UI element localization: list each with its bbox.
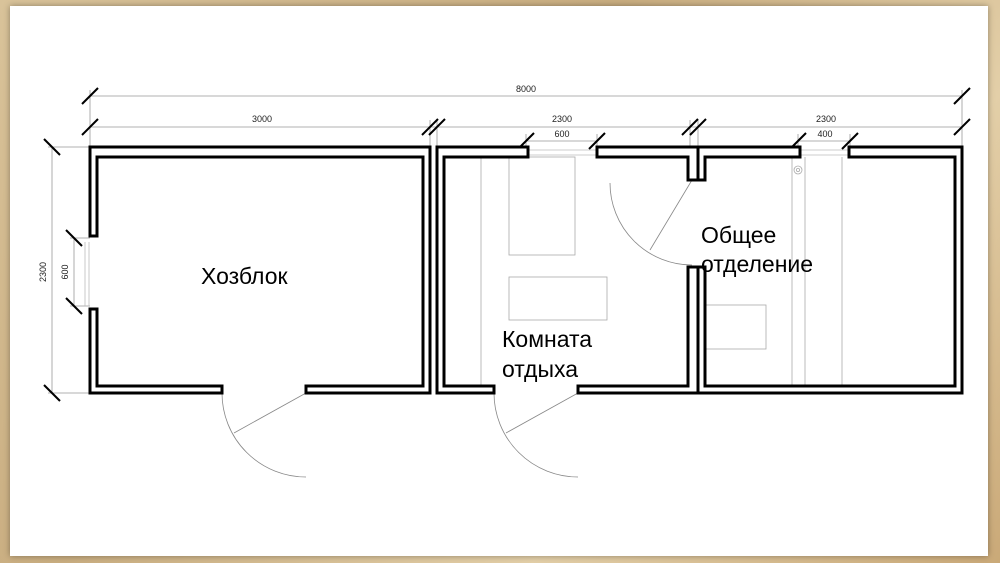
dim-segment-middle: 2300	[552, 114, 572, 124]
dim-window-middle: 600	[554, 129, 569, 139]
door-leaf-interior	[649, 179, 693, 251]
bench	[508, 156, 576, 256]
dim-segment-left: 3000	[252, 114, 272, 124]
interior-fixtures	[480, 156, 843, 387]
room-label-storage: Хозблок	[201, 262, 288, 290]
drawing-sheet	[10, 6, 988, 556]
dimension-lines	[48, 90, 963, 394]
room-name-storage: Хозблок	[201, 263, 288, 289]
wall-storage-bottom	[88, 307, 224, 395]
wall-common	[696, 145, 964, 395]
stove-pipe-icon	[793, 165, 803, 175]
room-name-common-line1: Общее	[701, 222, 777, 248]
dim-overall: 8000	[516, 84, 536, 94]
door-arc-interior	[609, 182, 693, 266]
door-leaf-storage	[233, 392, 307, 434]
door-leaf-rest	[505, 392, 579, 434]
table	[508, 276, 608, 321]
wall-rest-top-right	[595, 145, 700, 182]
room-name-rest-line1: Комната	[502, 326, 593, 352]
wall-rest-top-left	[435, 145, 530, 395]
room-label-rest-room: Комната отдыха	[502, 324, 592, 384]
dim-window-right: 400	[817, 129, 832, 139]
wall-rest-bottom	[576, 265, 700, 395]
door-swings	[221, 179, 693, 478]
room-name-rest-line2: отдыха	[502, 356, 579, 382]
walls	[88, 145, 964, 395]
door-arc-rest	[493, 392, 579, 478]
dimension-ticks	[43, 87, 971, 402]
windows	[84, 149, 849, 306]
door-arc-storage	[221, 392, 307, 478]
dim-window-left: 600	[60, 264, 70, 279]
room-label-common-room: Общее отделение	[701, 221, 813, 279]
wall-storage	[88, 145, 432, 395]
wall-common-top-left	[696, 145, 802, 182]
room-name-common-line2: отделение	[701, 251, 814, 277]
shelf	[701, 304, 767, 350]
dim-height-total: 2300	[38, 262, 48, 282]
dim-segment-right: 2300	[816, 114, 836, 124]
